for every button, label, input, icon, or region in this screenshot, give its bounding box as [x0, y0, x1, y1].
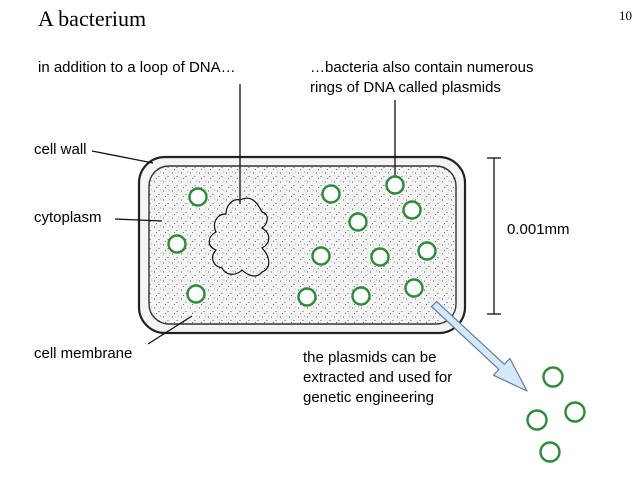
- extracted-plasmid: [564, 401, 586, 423]
- plasmid: [385, 175, 405, 195]
- plasmid: [370, 247, 390, 267]
- page-number: 10: [619, 8, 632, 23]
- label-extract-line1: the plasmids can be: [303, 349, 437, 366]
- label-loop-dna: in addition to a loop of DNA…: [38, 59, 236, 76]
- extracted-plasmid: [542, 366, 564, 388]
- plasmid: [404, 278, 424, 298]
- plasmid: [188, 187, 208, 207]
- label-plasmids-line2: rings of DNA called plasmids: [310, 79, 501, 96]
- cell-membrane-pointer-line: [147, 315, 193, 345]
- plasmid: [417, 241, 437, 261]
- plasmid: [348, 212, 368, 232]
- plasmid: [167, 234, 187, 254]
- label-cytoplasm: cytoplasm: [34, 209, 102, 226]
- plasmid: [321, 184, 341, 204]
- label-extract-line3: genetic engineering: [303, 389, 434, 406]
- plasmid: [311, 246, 331, 266]
- cell-wall-pointer-line: [91, 150, 154, 164]
- plasmid: [186, 284, 206, 304]
- extraction-arrow: [430, 301, 528, 392]
- plasmid: [351, 286, 371, 306]
- label-plasmids-line1: …bacteria also contain numerous: [310, 59, 534, 76]
- label-extract-line2: extracted and used for: [303, 369, 453, 386]
- plasmid: [402, 200, 422, 220]
- label-scale: 0.001mm: [507, 221, 570, 238]
- plasmid: [297, 287, 317, 307]
- label-cell-wall: cell wall: [34, 141, 87, 158]
- label-cell-membrane: cell membrane: [34, 345, 133, 362]
- slide-title: A bacterium: [38, 6, 147, 31]
- extracted-plasmid: [526, 409, 548, 431]
- extracted-plasmid: [539, 441, 561, 463]
- dna-loop: [208, 197, 270, 277]
- cytoplasm: [148, 165, 457, 325]
- cytoplasm-pointer-line: [114, 218, 163, 222]
